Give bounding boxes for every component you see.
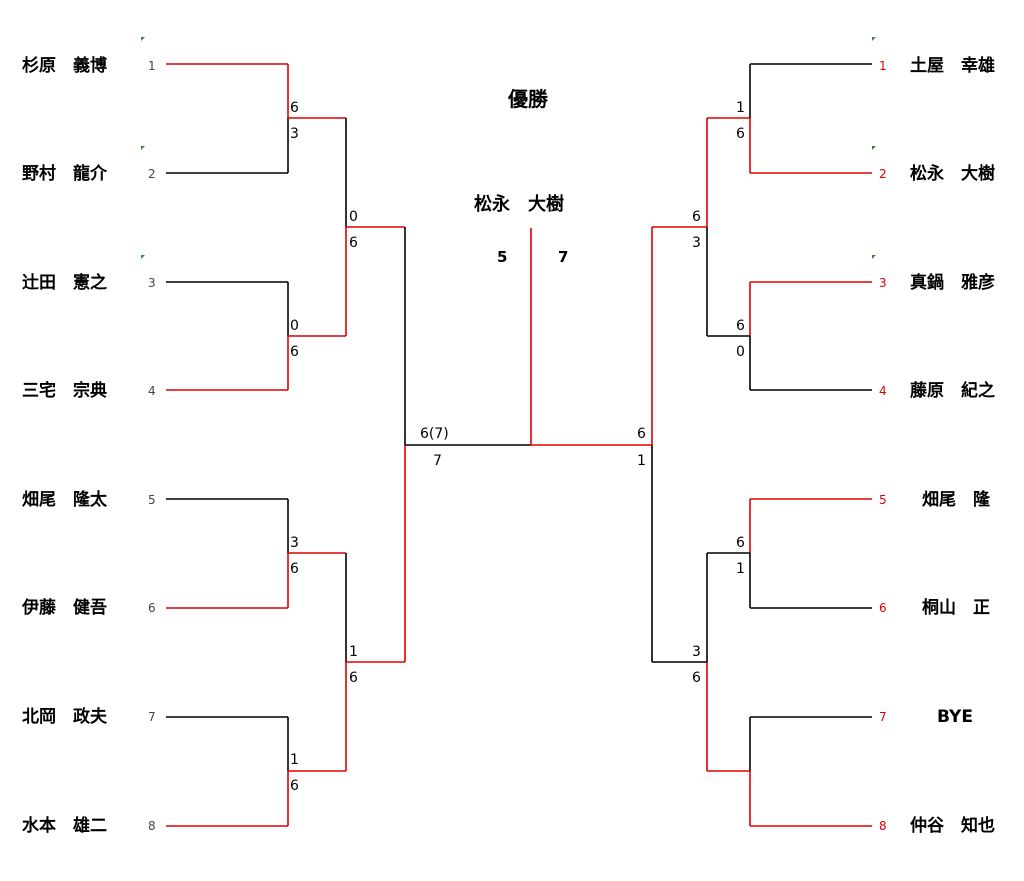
match-score: 6 bbox=[290, 344, 299, 360]
match-score: 6 bbox=[290, 778, 299, 794]
right-seed-number: 1 bbox=[879, 59, 887, 73]
left-player-name: 北岡 政夫 bbox=[22, 707, 107, 727]
right-player-name: 真鍋 雅彦 bbox=[910, 273, 995, 293]
left-player-name: 三宅 宗典 bbox=[22, 381, 107, 401]
match-score: 3 bbox=[692, 644, 701, 660]
seed-flag-icon bbox=[872, 255, 876, 259]
match-score: 6 bbox=[736, 535, 745, 551]
match-score: 6(7) bbox=[420, 426, 449, 442]
match-score: 1 bbox=[290, 752, 299, 768]
championship-title: 優勝 bbox=[508, 87, 548, 111]
match-score: 6 bbox=[290, 561, 299, 577]
match-score: 3 bbox=[692, 235, 701, 251]
match-score: 0 bbox=[349, 209, 358, 225]
final-score-right: 7 bbox=[558, 248, 569, 266]
right-seed-number: 4 bbox=[879, 384, 887, 398]
right-player-name: 桐山 正 bbox=[922, 598, 990, 618]
right-seed-number: 7 bbox=[879, 710, 887, 724]
match-score: 6 bbox=[290, 100, 299, 116]
match-score: 3 bbox=[290, 126, 299, 142]
left-player-name: 辻田 憲之 bbox=[22, 273, 107, 293]
left-player-name: 杉原 義博 bbox=[22, 56, 107, 76]
match-score: 6 bbox=[692, 209, 701, 225]
match-score: 0 bbox=[736, 344, 745, 360]
left-seed-number: 7 bbox=[148, 710, 156, 724]
left-seed-number: 4 bbox=[148, 384, 156, 398]
match-score: 1 bbox=[736, 100, 745, 116]
right-player-name: 松永 大樹 bbox=[910, 164, 995, 184]
right-seed-number: 3 bbox=[879, 276, 887, 290]
seed-flag-icon bbox=[141, 146, 145, 150]
right-seed-number: 5 bbox=[879, 493, 887, 507]
seed-flag-icon bbox=[141, 37, 145, 41]
seed-flag-icon bbox=[141, 255, 145, 259]
final-score-left: 5 bbox=[497, 248, 508, 266]
match-score: 7 bbox=[433, 453, 442, 469]
right-player-name: 仲谷 知也 bbox=[910, 816, 995, 836]
match-score: 1 bbox=[736, 561, 745, 577]
right-player-name: 藤原 紀之 bbox=[910, 381, 995, 401]
match-score: 6 bbox=[692, 670, 701, 686]
right-player-name: BYE bbox=[937, 707, 973, 727]
match-score: 3 bbox=[290, 535, 299, 551]
champion-name: 松永 大樹 bbox=[474, 194, 564, 215]
match-score: 6 bbox=[349, 670, 358, 686]
match-score: 6 bbox=[736, 318, 745, 334]
match-score: 0 bbox=[290, 318, 299, 334]
left-player-name: 畑尾 隆太 bbox=[22, 490, 107, 510]
left-seed-number: 1 bbox=[148, 59, 156, 73]
left-player-name: 水本 雄二 bbox=[22, 816, 107, 836]
left-seed-number: 3 bbox=[148, 276, 156, 290]
left-seed-number: 6 bbox=[148, 601, 156, 615]
match-score: 1 bbox=[349, 644, 358, 660]
match-score: 6 bbox=[637, 426, 646, 442]
right-player-name: 土屋 幸雄 bbox=[910, 56, 995, 76]
right-seed-number: 8 bbox=[879, 819, 887, 833]
match-score: 6 bbox=[349, 235, 358, 251]
right-seed-number: 2 bbox=[879, 167, 887, 181]
right-player-name: 畑尾 隆 bbox=[922, 490, 990, 510]
left-player-name: 伊藤 健吾 bbox=[22, 598, 107, 618]
right-seed-number: 6 bbox=[879, 601, 887, 615]
left-seed-number: 5 bbox=[148, 493, 156, 507]
match-score: 6 bbox=[736, 126, 745, 142]
seed-flag-icon bbox=[872, 37, 876, 41]
left-seed-number: 2 bbox=[148, 167, 156, 181]
left-seed-number: 8 bbox=[148, 819, 156, 833]
seed-flag-icon bbox=[872, 146, 876, 150]
match-score: 1 bbox=[637, 453, 646, 469]
left-player-name: 野村 龍介 bbox=[22, 164, 107, 184]
